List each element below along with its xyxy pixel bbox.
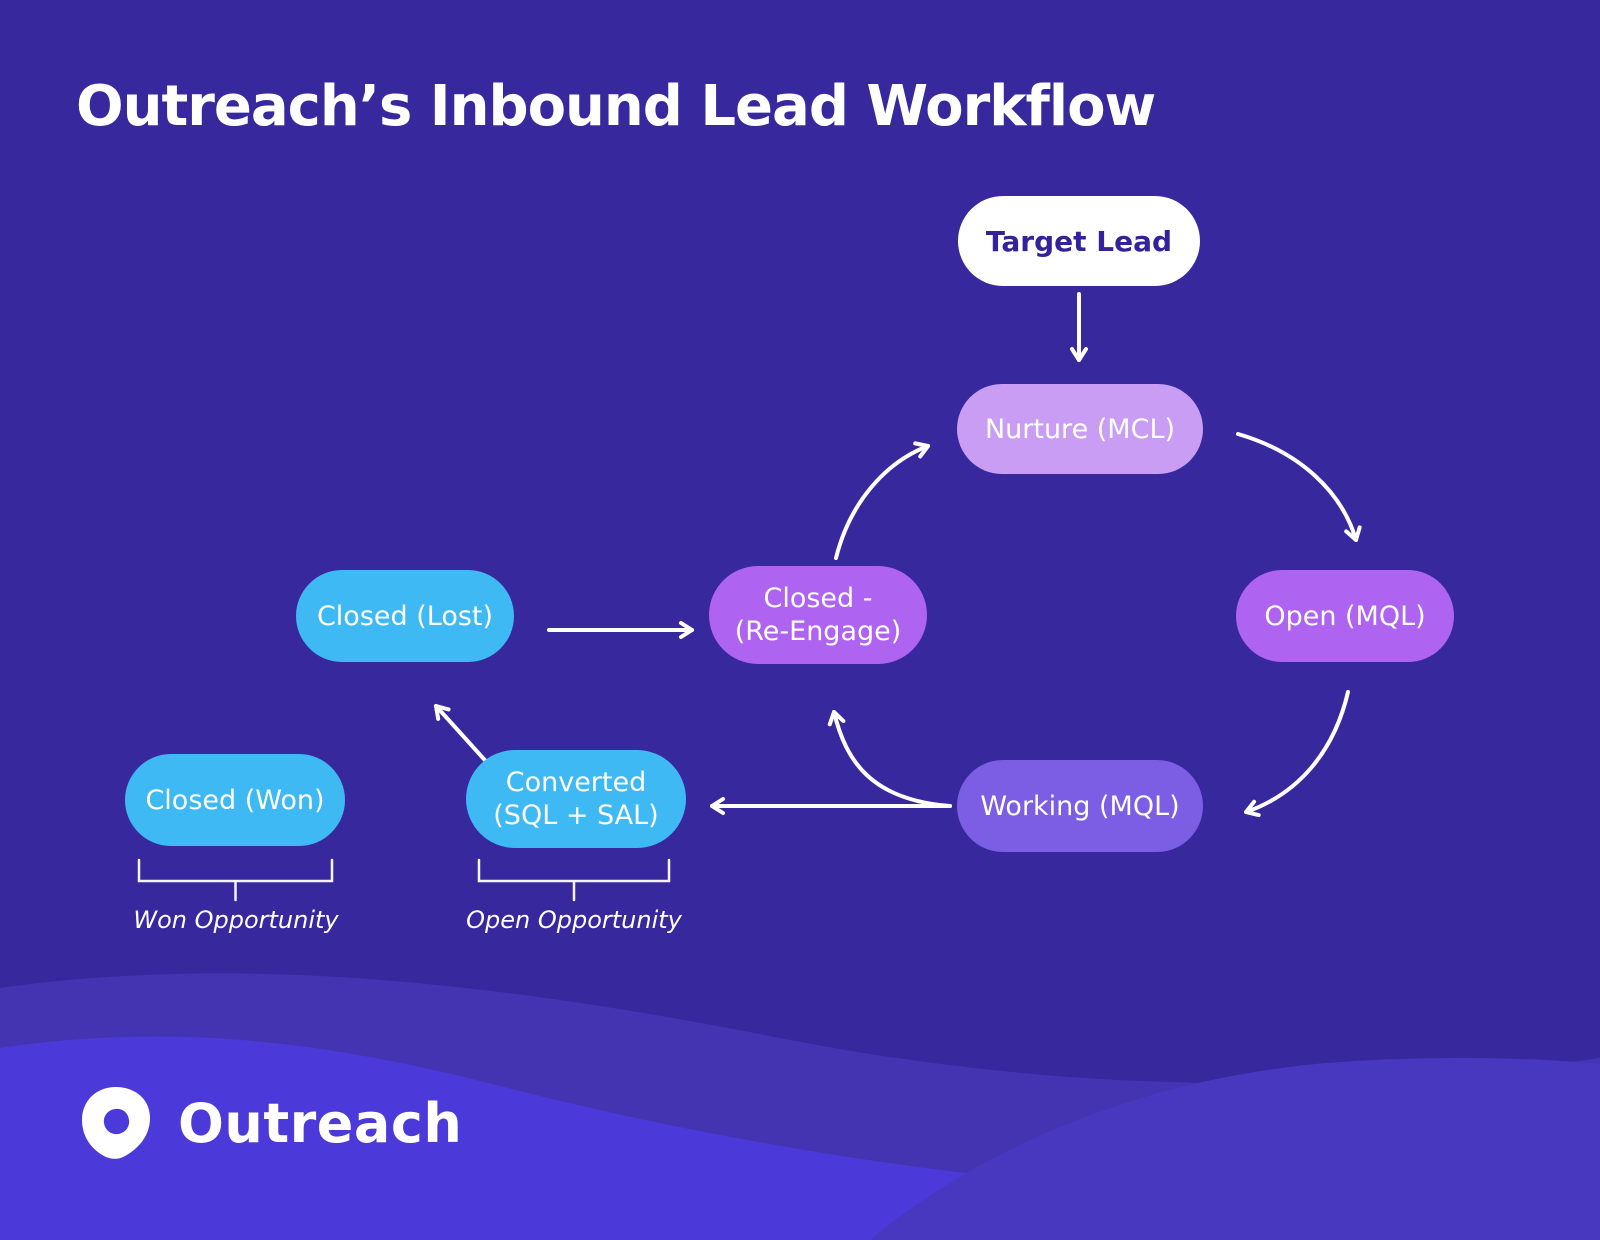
node-label: Target Lead (985, 224, 1173, 258)
node-label-line1: Closed - (763, 583, 873, 614)
node-nurture-mcl: Nurture (MCL) (957, 384, 1203, 474)
won-opportunity-bracket (137, 858, 334, 902)
arrow-reengage-to-nurture (834, 441, 930, 560)
outreach-pick-icon (82, 1087, 150, 1159)
node-converted-sql-sal: Converted (SQL + SAL) (466, 750, 686, 848)
arrow-converted-to-lost (434, 704, 494, 770)
node-target-lead: Target Lead (958, 196, 1200, 286)
node-label: Closed (Lost) (316, 600, 494, 632)
node-closed-lost: Closed (Lost) (296, 570, 514, 662)
node-closed-won: Closed (Won) (125, 754, 345, 846)
open-opportunity-bracket (477, 858, 671, 902)
open-opportunity-label: Open Opportunity (466, 906, 682, 934)
node-label-line2: (SQL + SAL) (493, 800, 659, 831)
arrow-working-to-reengage (827, 710, 952, 808)
arrow-open-to-working (1244, 690, 1350, 818)
wave-bump-shape (870, 1057, 1600, 1240)
arrow-nurture-to-open (1236, 432, 1362, 542)
node-label: Open (MQL) (1264, 600, 1426, 632)
node-label-line2: (Re-Engage) (734, 616, 902, 647)
node-label: Nurture (MCL) (984, 413, 1176, 445)
node-label: Closed (Won) (145, 784, 325, 816)
node-working-mql: Working (MQL) (957, 760, 1203, 852)
page-title: Outreach’s Inbound Lead Workflow (76, 74, 1156, 139)
outreach-logo: Outreach (78, 1084, 462, 1162)
won-opportunity-label: Won Opportunity (133, 906, 339, 934)
node-label-line1: Converted (505, 767, 647, 798)
outreach-logo-text: Outreach (178, 1091, 463, 1155)
node-closed-reengage: Closed - (Re-Engage) (709, 566, 927, 664)
node-open-mql: Open (MQL) (1236, 570, 1454, 662)
node-label: Working (MQL) (980, 790, 1180, 822)
